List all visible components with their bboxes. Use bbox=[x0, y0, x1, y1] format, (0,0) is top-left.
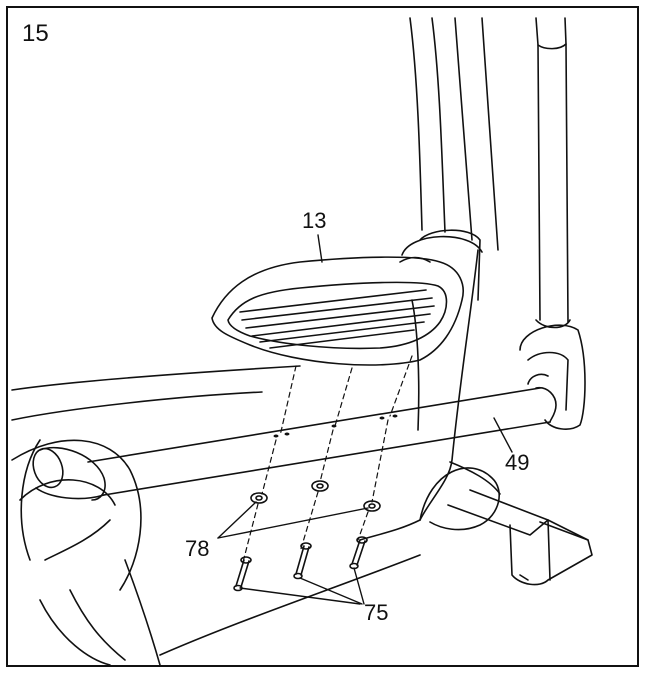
pedal-arm bbox=[32, 373, 557, 501]
wheel-cover bbox=[11, 439, 161, 666]
rear-stabilizer bbox=[419, 461, 593, 586]
part-label-footpad: 13 bbox=[302, 208, 327, 233]
main-frame bbox=[11, 249, 479, 656]
pedal-arm-holes bbox=[273, 414, 398, 438]
rear-upright bbox=[401, 17, 499, 301]
diagram-frame bbox=[6, 6, 639, 667]
part-label-pedal-arm: 49 bbox=[505, 450, 530, 475]
washers bbox=[250, 480, 381, 512]
part-label-washers: 78 bbox=[185, 536, 210, 561]
footpad bbox=[211, 256, 464, 366]
handlebar-post bbox=[519, 17, 586, 430]
alignment-lines bbox=[241, 355, 413, 567]
screws bbox=[233, 536, 368, 592]
leader-lines bbox=[217, 234, 513, 605]
part-label-screws: 75 bbox=[364, 600, 389, 625]
step-number: 15 bbox=[22, 20, 49, 47]
